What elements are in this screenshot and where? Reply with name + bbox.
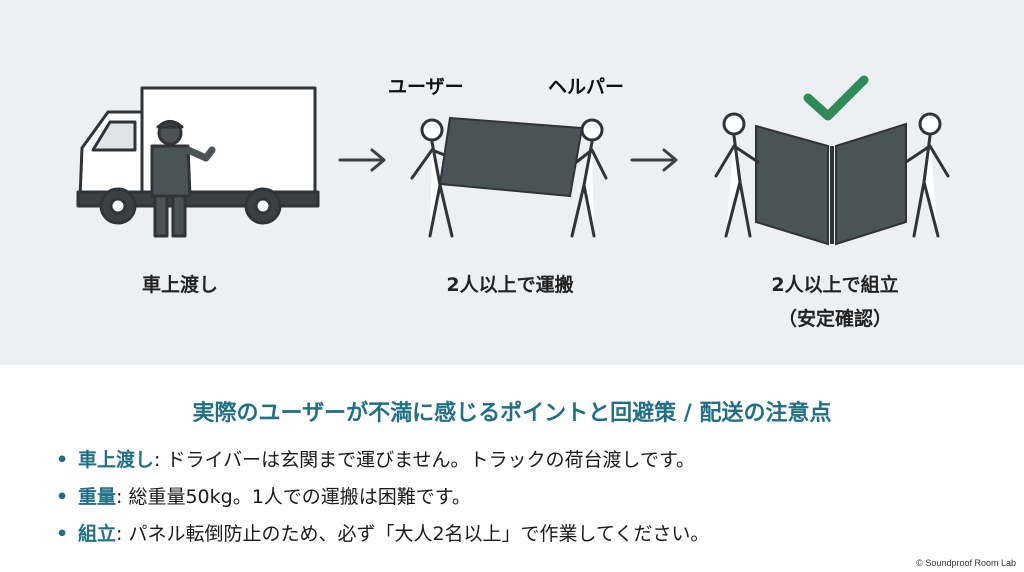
two-people-carrying-icon	[410, 116, 608, 238]
step-label-handover: 車上渡し	[141, 274, 218, 296]
bullet-dot: •	[56, 449, 69, 471]
note-text: : 総重量50kg。1人での運搬は困難です。	[116, 486, 471, 508]
step-label-carry: 2人以上で運搬	[446, 274, 574, 296]
note-term: 重量	[78, 486, 117, 508]
arrow-right-icon	[338, 148, 386, 172]
notes-headline: 実際のユーザーが不満に感じるポイントと回避策 / 配送の注意点	[192, 401, 832, 426]
arrow-right-icon	[630, 148, 678, 172]
list-item: • 車上渡し: ドライバーは玄関まで運びません。トラックの荷台渡しです。	[56, 446, 709, 483]
step-sublabel-assemble: （安定確認）	[777, 308, 892, 330]
list-item: • 重量: 総重量50kg。1人での運搬は困難です。	[56, 483, 709, 520]
bullet-dot: •	[56, 523, 69, 545]
note-term: 組立	[78, 523, 117, 545]
copyright-notice: © Soundproof Room Lab	[916, 558, 1016, 568]
notes-panel	[0, 365, 1024, 572]
role-label-user: ユーザー	[388, 76, 464, 98]
checkmark-icon	[803, 75, 869, 121]
note-term: 車上渡し	[78, 449, 155, 471]
note-text: : ドライバーは玄関まで運びません。トラックの荷台渡しです。	[154, 449, 696, 471]
step-label-assemble: 2人以上で組立	[771, 274, 899, 296]
truck-driver-icon	[76, 86, 320, 238]
process-illustration	[76, 75, 950, 246]
notes-list: • 車上渡し: ドライバーは玄関まで運びません。トラックの荷台渡しです。 • 重量:…	[56, 446, 709, 557]
bullet-dot: •	[56, 486, 69, 508]
two-people-assembling-icon	[714, 112, 950, 246]
list-item: • 組立: パネル転倒防止のため、必ず「大人2名以上」で作業してください。	[56, 520, 709, 557]
role-label-helper: ヘルパー	[548, 76, 625, 98]
note-text: : パネル転倒防止のため、必ず「大人2名以上」で作業してください。	[116, 523, 710, 545]
